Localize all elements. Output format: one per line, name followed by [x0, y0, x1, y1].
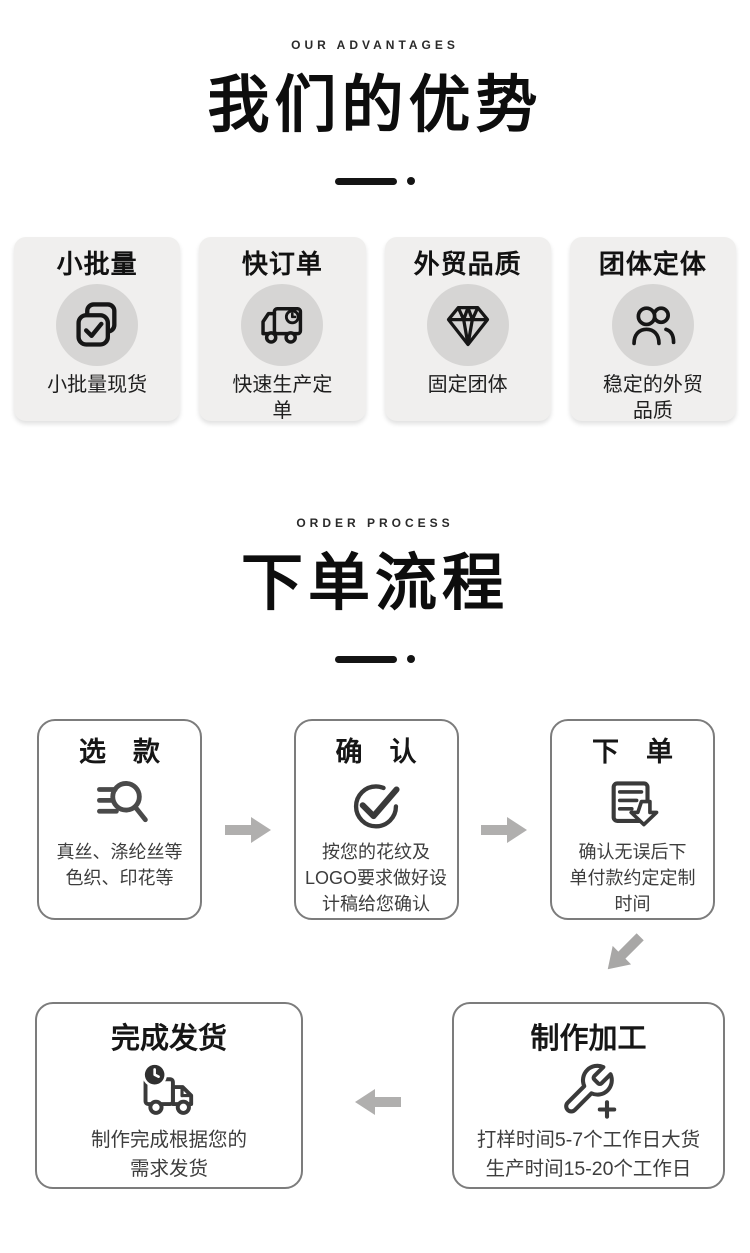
- process-step-select: 选 款 真丝、涤纶丝等 色织、印花等: [37, 719, 202, 920]
- advantages-title: 我们的优势: [207, 71, 543, 140]
- process-step-desc: 真丝、涤纶丝等 色织、印花等: [56, 842, 183, 888]
- process-step-desc: 打样时间5-7个工作日大货 生产时间15-20个工作日: [476, 1129, 701, 1180]
- advantages-divider: [0, 177, 750, 185]
- process-step-title: 完成发货: [110, 1023, 227, 1055]
- arrow-down-left-icon: [596, 925, 653, 982]
- advantage-card-small-batch: 小批量 小批量现货: [14, 237, 181, 421]
- advantages-section: OUR ADVANTAGES 我们的优势 小批量 小批量现货 快订单: [0, 38, 750, 422]
- arrow-right-icon: [202, 719, 294, 920]
- divider-bar: [335, 655, 397, 663]
- check-circle-icon: [296, 772, 457, 836]
- advantages-eyebrow: OUR ADVANTAGES: [291, 38, 459, 52]
- advantage-card-fast-order: 快订单 快速生产定 单: [199, 237, 366, 422]
- process-divider: [0, 655, 750, 663]
- process-step-confirm: 确 认 按您的花纹及 LOGO要求做好设 计稿给您确认: [293, 719, 459, 920]
- users-icon: [627, 299, 679, 351]
- process-eyebrow: ORDER PROCESS: [296, 516, 454, 530]
- process-step-desc: 确认无误后下 单付款约定定制 时间: [569, 842, 696, 914]
- advantage-card-title: 团体定体: [598, 249, 707, 279]
- process-step-desc: 制作完成根据您的 需求发货: [90, 1129, 247, 1180]
- doc-download-icon: [552, 772, 713, 836]
- copy-check-icon: [71, 299, 123, 351]
- arrow-left-icon: [303, 1002, 452, 1189]
- arrow-right-icon: [459, 719, 551, 920]
- advantage-icon-circle: [56, 284, 139, 366]
- advantage-icon-circle: [611, 284, 694, 366]
- advantages-cards-row: 小批量 小批量现货 快订单: [0, 237, 750, 422]
- advantage-card-desc: 小批量现货: [47, 374, 148, 396]
- process-title: 下单流程: [240, 549, 509, 618]
- advantage-card-group-custom: 团体定体 稳定的外贸 品质: [569, 237, 736, 422]
- divider-dot: [407, 655, 415, 663]
- process-step-ship: 完成发货 制作完成根据您的 需求发货: [35, 1002, 303, 1189]
- process-step-title: 制作加工: [530, 1023, 647, 1055]
- process-step-title: 确 认: [335, 737, 417, 767]
- order-process-section: ORDER PROCESS 下单流程 选 款 真丝、涤纶丝等 色织、印花等: [0, 516, 750, 1189]
- process-row-1: 选 款 真丝、涤纶丝等 色织、印花等 确 认: [0, 719, 750, 920]
- truck-clock-icon: [256, 299, 308, 351]
- advantage-card-desc: 固定团体: [427, 374, 508, 396]
- advantage-icon-circle: [426, 284, 509, 366]
- truck-shipping-icon: [37, 1058, 301, 1124]
- advantage-card-title: 外贸品质: [413, 249, 522, 279]
- process-row-2: 完成发货 制作完成根据您的 需求发货 制作加工: [0, 1002, 750, 1189]
- advantage-icon-circle: [241, 284, 324, 366]
- process-row-connector: [0, 920, 750, 1002]
- diamond-icon: [442, 299, 494, 351]
- advantage-card-desc: 快速生产定 单: [232, 374, 333, 422]
- advantage-card-title: 小批量: [56, 249, 138, 279]
- wrench-plus-icon: [454, 1058, 723, 1124]
- advantage-card-trade-quality: 外贸品质 固定团体: [384, 237, 551, 421]
- advantage-card-desc: 稳定的外贸 品质: [602, 374, 703, 422]
- divider-dot: [407, 177, 415, 185]
- process-step-title: 选 款: [79, 737, 160, 767]
- process-step-production: 制作加工 打样时间5-7个工作日大货 生产时间15-20个工作日: [452, 1002, 725, 1189]
- search-list-icon: [39, 772, 200, 836]
- process-step-title: 下 单: [592, 737, 673, 767]
- process-step-place-order: 下 单 确认无误后下 单付款约定定制 时间: [550, 719, 715, 920]
- divider-bar: [335, 177, 397, 185]
- process-step-desc: 按您的花纹及 LOGO要求做好设 计稿给您确认: [304, 842, 447, 914]
- advantage-card-title: 快订单: [241, 249, 323, 279]
